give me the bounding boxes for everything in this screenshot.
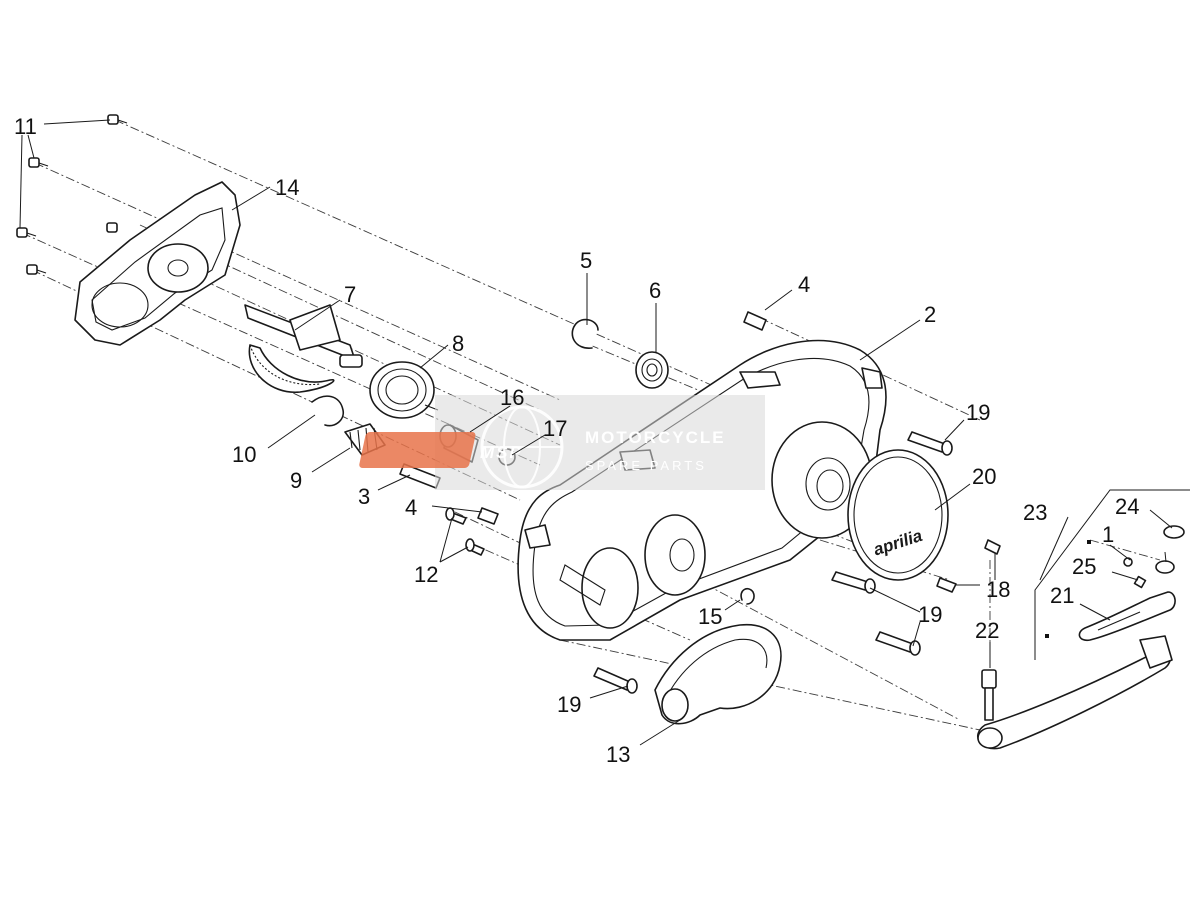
callout-2: 2 [924, 302, 936, 327]
bearing-6 [635, 351, 669, 389]
kick-pedal-21 [1078, 591, 1176, 642]
circlip-5 [571, 318, 599, 349]
screws-18 [936, 539, 1001, 593]
callout-labels: 1 2 3 4 4 5 6 7 8 9 10 11 12 13 14 15 16… [14, 114, 1139, 767]
watermark-logo-badge [359, 432, 476, 468]
watermark-line2: SPARE PARTS [585, 458, 707, 473]
callout-16: 16 [500, 385, 524, 410]
spring-8 [369, 361, 439, 419]
kit-bracket-23 [1034, 489, 1190, 660]
callout-18: 18 [986, 577, 1010, 602]
callout-11: 11 [14, 114, 37, 139]
inner-cover-plate-14 [74, 181, 241, 346]
long-bolts-19 [593, 431, 953, 694]
callout-25: 25 [1072, 554, 1096, 579]
callout-21: 21 [1050, 583, 1074, 608]
leader-lines [19, 119, 1173, 746]
callout-14: 14 [275, 175, 299, 200]
callout-13: 13 [606, 742, 630, 767]
callout-4b: 4 [405, 495, 417, 520]
clip-15 [740, 588, 755, 605]
callout-12: 12 [414, 562, 438, 587]
callout-17: 17 [543, 416, 567, 441]
air-duct-13 [654, 623, 782, 725]
badge-cover-20: aprilia [847, 449, 949, 581]
callout-20: 20 [972, 464, 996, 489]
kick-lever-23 [977, 635, 1173, 750]
watermark-line1: MOTORCYCLE [585, 428, 726, 447]
callout-8: 8 [452, 331, 464, 356]
callout-24: 24 [1115, 494, 1139, 519]
transmission-cover-2 [517, 339, 887, 641]
callout-5: 5 [580, 248, 592, 273]
callout-23: 23 [1023, 500, 1047, 525]
callout-9: 9 [290, 468, 302, 493]
screws-11 [16, 114, 128, 275]
callout-19a: 19 [966, 400, 990, 425]
callout-15: 15 [698, 604, 722, 629]
callout-4a: 4 [798, 272, 810, 297]
callout-1: 1 [1102, 522, 1114, 547]
callout-19c: 19 [557, 692, 581, 717]
clip-10 [311, 395, 345, 427]
callout-3: 3 [358, 484, 370, 509]
bolt-22 [981, 669, 997, 721]
dowel-pins-4 [477, 311, 767, 525]
callout-22: 22 [975, 618, 999, 643]
callout-7: 7 [344, 282, 356, 307]
callout-6: 6 [649, 278, 661, 303]
watermark-logo: MSP [480, 443, 523, 462]
kick-shaft-gear-7 [244, 304, 363, 393]
screws-12 [445, 507, 485, 556]
callout-10: 10 [232, 442, 256, 467]
callout-19b: 19 [918, 602, 942, 627]
watermark: MSP MOTORCYCLE SPARE PARTS [359, 395, 765, 490]
